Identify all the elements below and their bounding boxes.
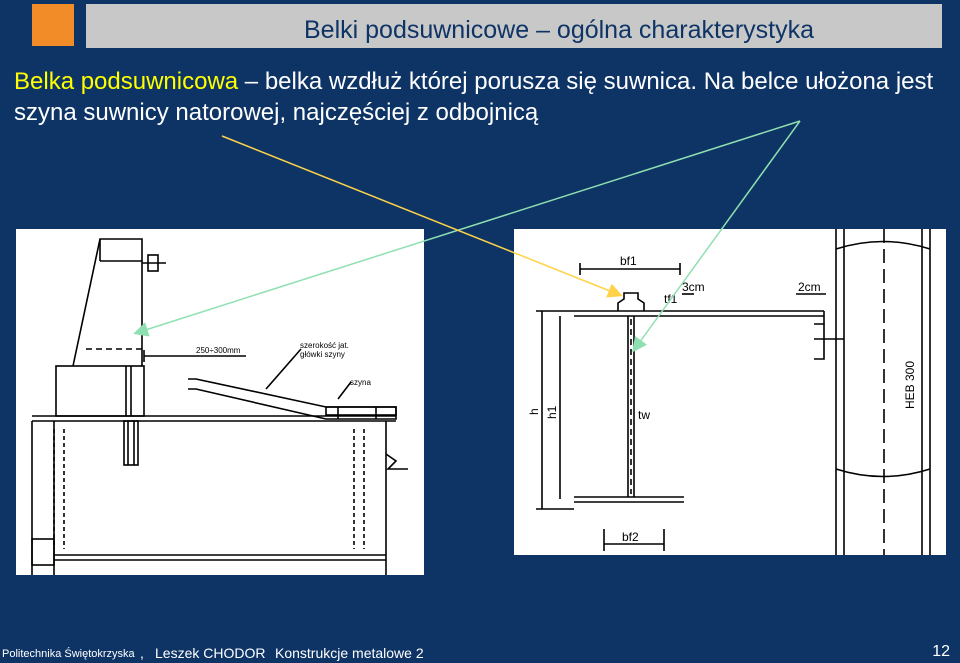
page-number: 12 — [932, 643, 950, 660]
crane-beam-section-drawing: 250÷300mm szerokość jat. główki szyny sz… — [16, 229, 424, 575]
footer-author: Leszek CHODOR — [155, 645, 266, 661]
rail-detail-svg: bf1 3cm 2cm tf1 tw bf2 h h1 HEB 300 — [527, 229, 931, 555]
green-arrow-left — [133, 120, 801, 337]
dim-2cm: 2cm — [798, 280, 821, 294]
green-arrow-right — [632, 120, 801, 353]
crane-beam-section-svg: 250÷300mm szerokość jat. główki szyny sz… — [31, 238, 408, 575]
dim-bf1: bf1 — [620, 254, 637, 268]
title-accent-square — [32, 4, 74, 46]
definition-text: – belka wzdłuż której porusza się suwnic… — [14, 68, 934, 126]
upper-column-outline — [72, 238, 143, 367]
rail-profile — [617, 292, 645, 311]
note-label-width-1: szerokość jat. — [300, 341, 349, 350]
arrow-to-left-drawing — [133, 120, 801, 337]
footer: Politechnika Świętokrzyska , Leszek CHOD… — [0, 642, 960, 663]
dim-tw: tw — [638, 408, 650, 422]
arrow-green-right — [632, 120, 801, 353]
dim-label-250-300: 250÷300mm — [196, 346, 241, 355]
dim-h: h — [527, 408, 541, 415]
crane-rail-detail-drawing: bf1 3cm 2cm tf1 tw bf2 h h1 HEB 300 — [514, 229, 946, 555]
dim-3cm: 3cm — [682, 280, 705, 294]
dim-h1: h1 — [545, 405, 559, 419]
highlighted-term: Belka podsuwnicowa — [14, 68, 239, 95]
dim-bf2: bf2 — [622, 530, 639, 544]
yellow-arrow-to-rail — [221, 135, 623, 298]
rail-label: szyna — [350, 378, 371, 387]
title-bar: Belki podsuwnicowe – ogólna charakteryst… — [86, 4, 942, 48]
footer-institution: Politechnika Świętokrzyska — [2, 648, 135, 660]
column-label-heb300: HEB 300 — [903, 361, 917, 409]
arrow-yellow — [221, 135, 623, 298]
footer-separator: , — [140, 645, 144, 661]
slide-title: Belki podsuwnicowe – ogólna charakteryst… — [304, 16, 814, 44]
note-label-width-2: główki szyny — [300, 350, 345, 359]
footer-course: Konstrukcje metalowe 2 — [275, 645, 424, 661]
body-paragraph: Belka podsuwnicowa – belka wzdłuż której… — [14, 66, 944, 128]
